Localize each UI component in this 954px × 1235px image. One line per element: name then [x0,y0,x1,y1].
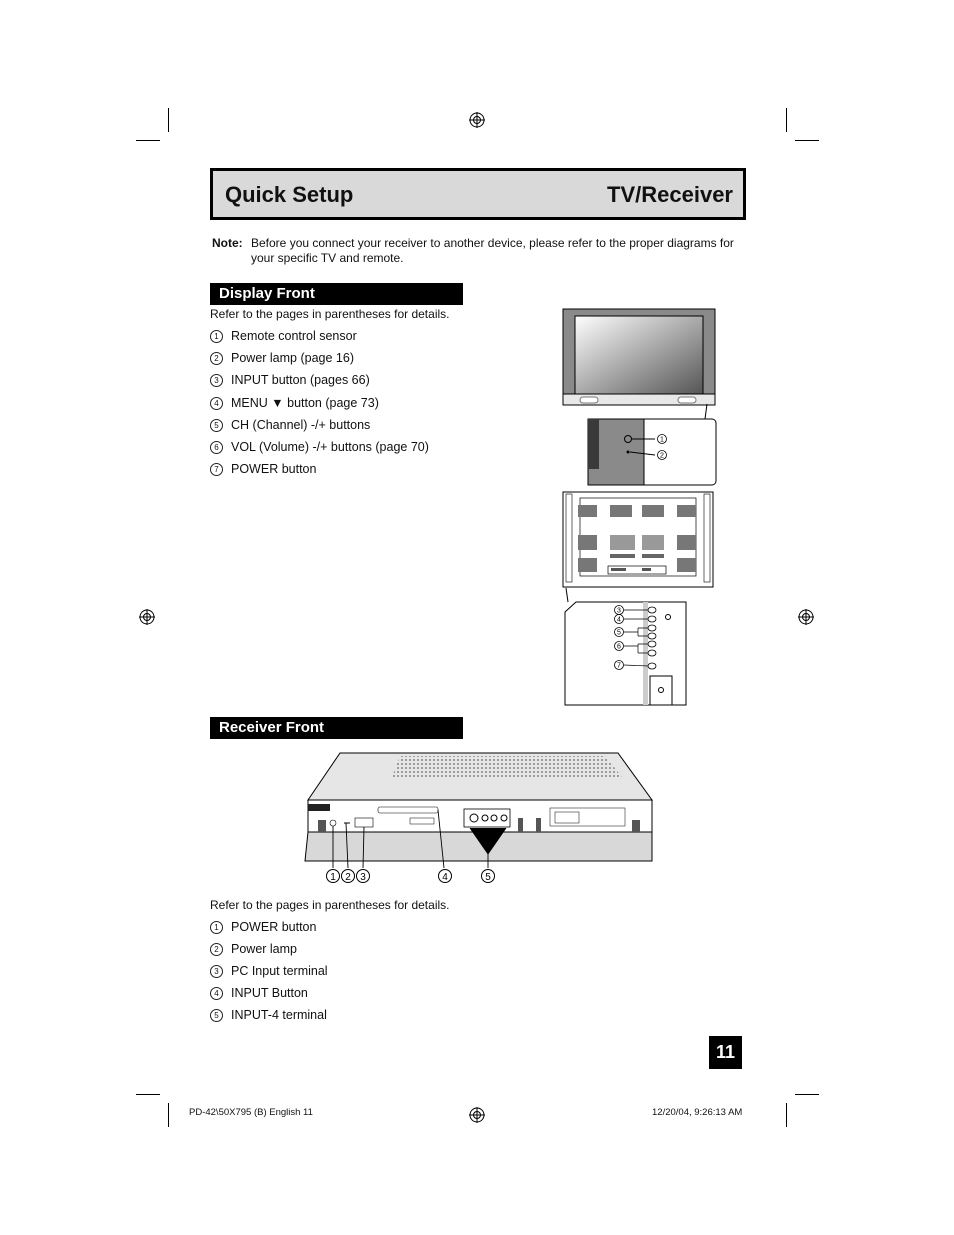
callout-marker: 6 [614,641,624,651]
crop-mark [136,140,160,141]
crop-mark [795,1094,819,1095]
callout-marker: 2 [341,869,355,883]
svg-text:3: 3 [360,872,366,883]
crop-mark [168,108,169,132]
page-subtitle: TV/Receiver [607,182,733,207]
crop-mark [786,1103,787,1127]
display-front-illustration: 1 2 3 4 5 6 7 [562,308,717,706]
svg-text:4: 4 [442,872,448,883]
display-front-heading: Display Front [210,283,463,305]
registration-mark-icon [139,609,155,625]
registration-mark-icon [469,112,485,128]
callout-marker: 4 [614,614,624,624]
receiver-front-intro: Refer to the pages in parentheses for de… [210,898,450,912]
svg-text:5: 5 [485,872,491,883]
registration-mark-icon [798,609,814,625]
callout-marker: 1 [657,434,667,444]
display-front-intro: Refer to the pages in parentheses for de… [210,307,450,321]
callout-marker: 1 [326,869,340,883]
svg-text:1: 1 [660,437,664,444]
svg-text:5: 5 [617,630,621,637]
callout-marker: 3 [614,605,624,615]
footer-timestamp: 12/20/04, 9:26:13 AM [652,1107,743,1118]
crop-mark [168,1103,169,1127]
receiver-front-illustration: 1 2 3 4 5 [304,752,653,883]
page-number: 11 [709,1036,742,1069]
note-label: Note: [212,236,243,250]
receiver-front-heading: Receiver Front [210,717,463,739]
page-header: Quick Setup TV/Receiver [210,168,746,220]
svg-text:3: 3 [617,608,621,615]
svg-text:7: 7 [617,663,621,670]
svg-text:4: 4 [617,617,621,624]
registration-mark-icon [469,1107,485,1123]
callout-marker: 2 [657,450,667,460]
svg-text:2: 2 [660,453,664,460]
callout-marker: 4 [438,869,452,883]
callout-marker: 5 [481,869,495,883]
svg-text:6: 6 [617,644,621,651]
crop-mark [136,1094,160,1095]
callout-marker: 5 [614,627,624,637]
crop-mark [786,108,787,132]
callout-marker: 3 [356,869,370,883]
svg-text:2: 2 [345,872,351,883]
footer-file-info: PD-42\50X795 (B) English 11 [189,1107,313,1118]
crop-mark [795,140,819,141]
page-title: Quick Setup [225,182,354,207]
svg-text:1: 1 [330,872,336,883]
note-text: Before you connect your receiver to anot… [251,236,734,265]
callout-marker: 7 [614,660,624,670]
